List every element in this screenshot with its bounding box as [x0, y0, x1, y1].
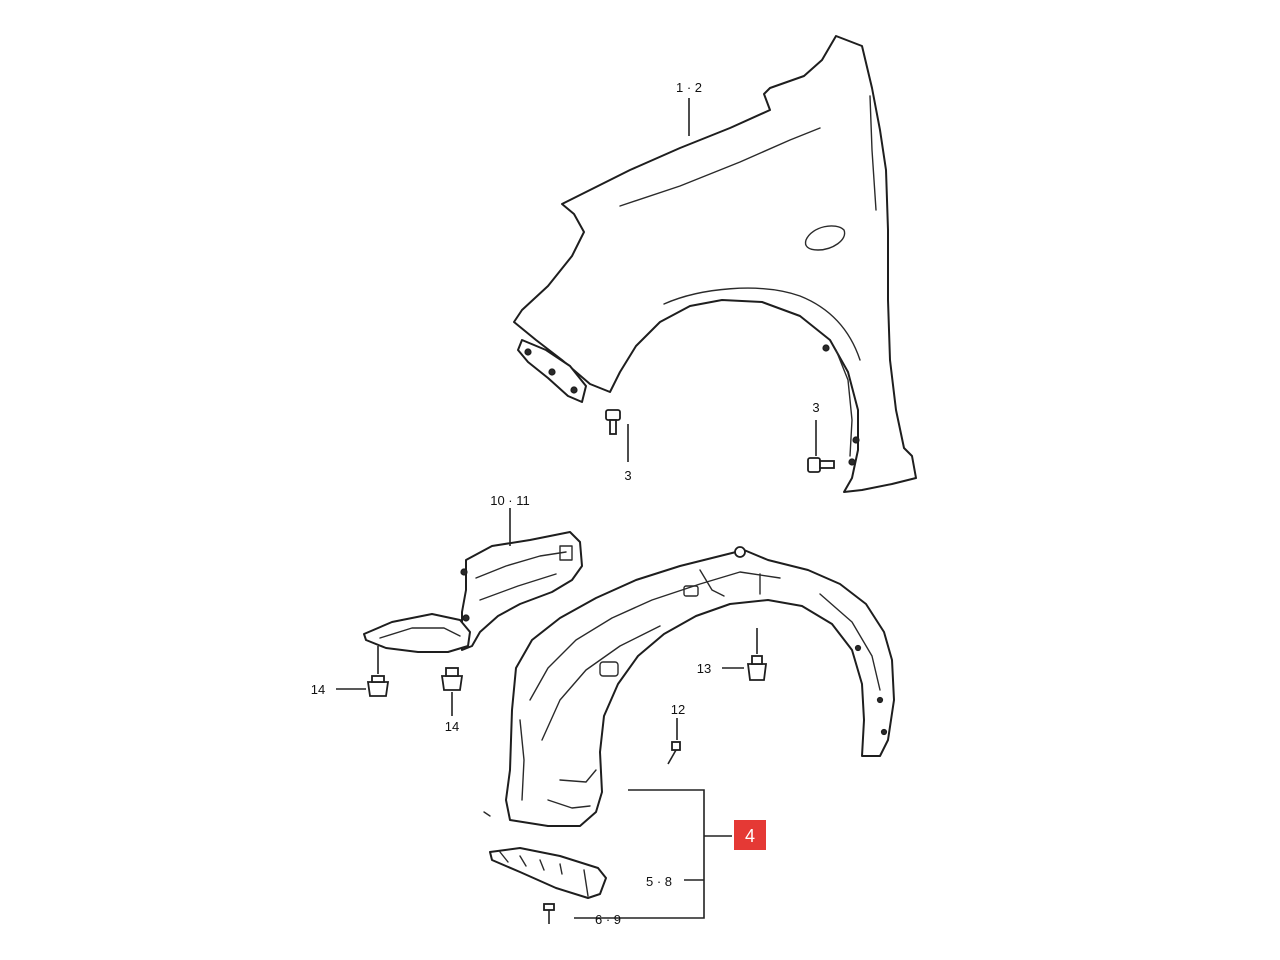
flap-screw-callout[interactable]: 6 · 9 [595, 912, 621, 927]
front-fender[interactable] [513, 35, 917, 493]
bolt-right-callout[interactable]: 3 [812, 400, 819, 415]
liner-highlight-badge[interactable] [734, 820, 766, 850]
flap-callout[interactable]: 5 · 8 [646, 874, 672, 889]
clip-left[interactable] [336, 646, 390, 697]
splash-guard-callout[interactable]: 10 · 11 [490, 493, 530, 508]
bolt-left-callout[interactable]: 3 [624, 468, 631, 483]
splash-guard[interactable] [363, 531, 583, 653]
bracket-leader [574, 789, 705, 919]
screw[interactable] [667, 718, 681, 765]
clip-mid-callout[interactable]: 14 [445, 719, 459, 734]
clip-upper[interactable] [722, 628, 768, 681]
flap-screw[interactable] [543, 903, 555, 924]
bolt-right[interactable] [807, 420, 835, 473]
liner-highlight-callout[interactable]: 4 [745, 826, 755, 846]
fender-callout[interactable]: 1 · 2 [676, 80, 702, 95]
fender-liner[interactable] [483, 546, 895, 827]
clip-left-callout[interactable]: 14 [311, 682, 325, 697]
clip-upper-callout[interactable]: 13 [697, 661, 711, 676]
clip-mid[interactable] [440, 667, 464, 716]
screw-callout[interactable]: 12 [671, 702, 685, 717]
bolt-left[interactable] [605, 409, 629, 462]
mud-flap[interactable] [489, 847, 607, 899]
